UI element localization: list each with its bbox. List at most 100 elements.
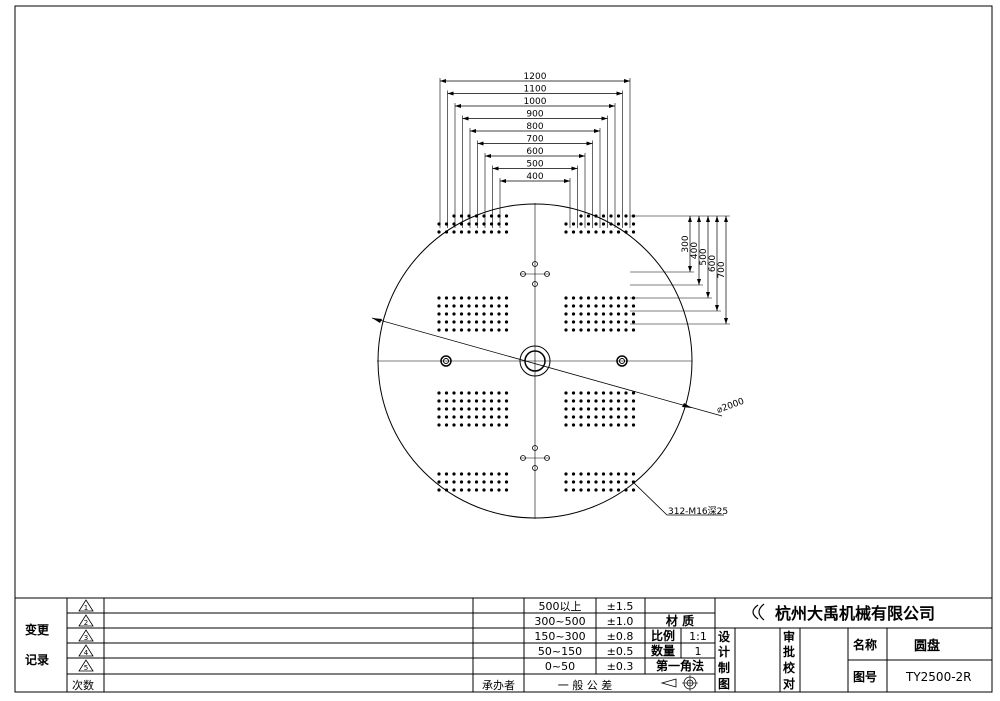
tapped-hole bbox=[586, 472, 591, 476]
tol-value-3: ±0.8 bbox=[607, 630, 634, 643]
tapped-hole bbox=[437, 415, 441, 419]
tapped-hole bbox=[474, 328, 479, 332]
tapped-hole bbox=[497, 296, 501, 300]
tapped-hole bbox=[497, 415, 501, 419]
tapped-hole bbox=[504, 399, 509, 403]
tapped-hole bbox=[616, 480, 621, 484]
tapped-hole bbox=[586, 488, 591, 492]
tapped-hole bbox=[467, 312, 471, 316]
dim-arrow bbox=[724, 216, 728, 222]
tapped-hole bbox=[437, 296, 441, 300]
tapped-hole bbox=[564, 296, 568, 300]
right-hole-inner bbox=[619, 358, 625, 364]
small-hole bbox=[544, 271, 550, 277]
tapped-hole bbox=[467, 399, 471, 403]
tapped-hole bbox=[489, 391, 494, 395]
tapped-hole bbox=[594, 222, 598, 226]
tapped-hole bbox=[601, 320, 606, 324]
drawing-no-label: 图号 bbox=[853, 669, 877, 684]
right-hole bbox=[616, 355, 628, 367]
tapped-hole bbox=[459, 296, 464, 300]
dim-arrow bbox=[579, 154, 585, 158]
tapped-hole bbox=[579, 312, 583, 316]
tapped-hole bbox=[594, 415, 598, 419]
dim-arrow bbox=[462, 116, 469, 121]
dim-arrow bbox=[616, 91, 623, 96]
tapped-hole bbox=[482, 312, 486, 316]
tapped-hole bbox=[437, 423, 441, 427]
tapped-hole bbox=[616, 214, 621, 218]
tapped-hole bbox=[571, 312, 576, 316]
tol-value-5: ±0.3 bbox=[607, 660, 634, 673]
dim-arrow bbox=[601, 116, 608, 121]
tapped-hole bbox=[631, 312, 636, 316]
tapped-hole bbox=[482, 230, 486, 234]
tapped-hole bbox=[444, 472, 449, 476]
small-hole bbox=[544, 455, 550, 461]
tapped-hole bbox=[474, 415, 479, 419]
tapped-hole bbox=[564, 472, 568, 476]
tapped-hole bbox=[624, 214, 628, 218]
tapped-hole bbox=[474, 407, 479, 411]
tapped-hole bbox=[624, 480, 628, 484]
tapped-hole bbox=[594, 407, 598, 411]
general-tolerance: 一 般 公 差 bbox=[558, 678, 613, 692]
revision-number: 1 bbox=[84, 604, 88, 612]
tapped-hole bbox=[452, 328, 456, 332]
tapped-hole bbox=[631, 328, 636, 332]
tapped-hole bbox=[616, 304, 621, 308]
tapped-hole bbox=[444, 296, 449, 300]
tapped-hole bbox=[571, 472, 576, 476]
diameter-leader bbox=[371, 317, 723, 417]
tapped-hole bbox=[631, 407, 636, 411]
tapped-hole bbox=[586, 304, 591, 308]
tapped-hole bbox=[571, 423, 576, 427]
tapped-hole bbox=[609, 391, 613, 395]
tapped-hole bbox=[444, 328, 449, 332]
tapped-hole bbox=[609, 230, 613, 234]
tapped-hole bbox=[459, 391, 464, 395]
tapped-hole bbox=[601, 312, 606, 316]
tapped-hole bbox=[616, 328, 621, 332]
tapped-hole bbox=[564, 222, 568, 226]
tapped-hole bbox=[452, 391, 456, 395]
undertaker-label: 承办者 bbox=[482, 679, 515, 692]
tapped-hole bbox=[467, 415, 471, 419]
tapped-hole bbox=[594, 423, 598, 427]
design-label-2: 计 bbox=[718, 644, 730, 659]
tapped-hole bbox=[489, 480, 494, 484]
tapped-hole bbox=[616, 230, 621, 234]
tapped-hole bbox=[489, 472, 494, 476]
tapped-hole bbox=[579, 415, 583, 419]
tapped-hole bbox=[467, 423, 471, 427]
dim-arrow bbox=[594, 129, 600, 133]
tapped-hole bbox=[489, 320, 494, 324]
tapped-hole bbox=[444, 415, 449, 419]
tapped-hole bbox=[489, 407, 494, 411]
tapped-hole bbox=[631, 230, 636, 234]
tapped-hole bbox=[594, 328, 598, 332]
dim-arrow bbox=[440, 79, 446, 83]
small-hole bbox=[532, 445, 538, 451]
top-dim-label: 600 bbox=[526, 147, 543, 157]
tapped-hole bbox=[504, 472, 509, 476]
tapped-hole bbox=[571, 328, 576, 332]
tapped-hole bbox=[452, 230, 456, 234]
right-dim-label: 700 bbox=[717, 261, 727, 278]
tapped-hole bbox=[564, 391, 568, 395]
tol-value-1: ±1.5 bbox=[607, 600, 634, 613]
revision-triangle bbox=[78, 614, 94, 627]
tapped-hole bbox=[579, 407, 583, 411]
tapped-hole bbox=[579, 304, 583, 308]
qty-label: 数量 bbox=[651, 643, 675, 658]
tapped-hole bbox=[444, 312, 449, 316]
tapped-hole bbox=[452, 423, 456, 427]
dim-arrow bbox=[492, 166, 499, 171]
tapped-hole bbox=[594, 296, 598, 300]
tapped-hole bbox=[586, 312, 591, 316]
tapped-hole bbox=[571, 407, 576, 411]
tapped-hole bbox=[444, 488, 449, 492]
tapped-hole bbox=[571, 488, 576, 492]
tapped-hole bbox=[616, 296, 621, 300]
